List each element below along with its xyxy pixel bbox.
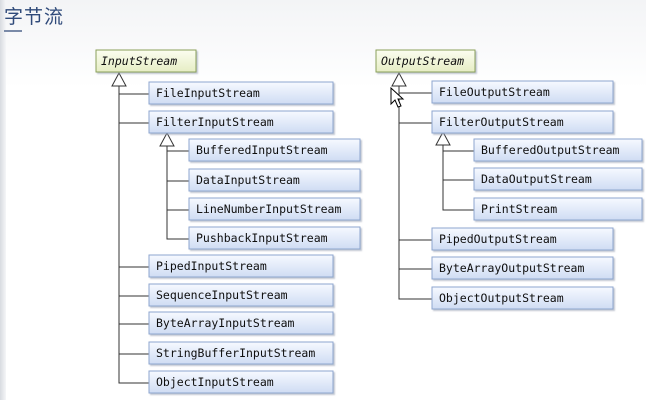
output-trunk-line [398, 85, 432, 300]
class-box-label: DataInputStream [196, 173, 300, 187]
class-box-sequenceinputstream[interactable]: SequenceInputStream [148, 283, 334, 307]
inherit-arrow-input [111, 71, 127, 87]
title-underline [4, 30, 22, 32]
class-box-label: StringBufferInputStream [156, 346, 315, 360]
inheritance-connectors [111, 71, 474, 384]
class-box-pushbackinputstream[interactable]: PushbackInputStream [188, 226, 361, 250]
class-box-objectoutputstream[interactable]: ObjectOutputStream [431, 286, 614, 310]
class-box-label: FileInputStream [156, 86, 260, 100]
slide-title: 字节流 [4, 6, 65, 28]
class-box-label: FileOutputStream [439, 85, 550, 99]
class-box-linenumberinputstream[interactable]: LineNumberInputStream [188, 197, 361, 221]
inherit-arrow-filter-input [159, 131, 175, 147]
class-box-fileoutputstream[interactable]: FileOutputStream [431, 80, 614, 104]
class-box-filteroutputstream[interactable]: FilterOutputStream [431, 110, 614, 134]
class-box-inputstream[interactable]: InputStream [95, 49, 197, 73]
class-box-bufferedoutputstream[interactable]: BufferedOutputStream [473, 138, 643, 162]
class-box-pipedinputstream[interactable]: PipedInputStream [148, 254, 334, 278]
class-box-label: ObjectOutputStream [439, 291, 564, 305]
class-box-objectinputstream[interactable]: ObjectInputStream [148, 370, 334, 394]
class-box-pipedoutputstream[interactable]: PipedOutputStream [431, 227, 614, 251]
class-box-bytearrayoutputstream[interactable]: ByteArrayOutputStream [431, 256, 614, 280]
class-box-label: SequenceInputStream [156, 288, 288, 302]
class-box-label: BufferedOutputStream [481, 143, 620, 157]
class-box-label: PipedOutputStream [439, 232, 557, 246]
class-box-label: DataOutputStream [481, 172, 592, 186]
class-box-label: LineNumberInputStream [196, 202, 341, 216]
class-box-label: ObjectInputStream [156, 375, 274, 389]
class-box-printstream[interactable]: PrintStream [473, 197, 643, 221]
inherit-arrow-output [391, 71, 407, 87]
class-box-datainputstream[interactable]: DataInputStream [188, 168, 361, 192]
mouse-cursor-icon [390, 86, 405, 108]
class-box-label: FilterOutputStream [439, 115, 564, 129]
class-box-label: InputStream [101, 54, 177, 68]
class-box-label: PipedInputStream [156, 259, 267, 273]
class-box-fileinputstream[interactable]: FileInputStream [148, 81, 334, 105]
class-box-label: PrintStream [481, 202, 557, 216]
class-box-dataoutputstream[interactable]: DataOutputStream [473, 167, 643, 191]
class-box-label: PushbackInputStream [196, 231, 328, 245]
slide-left-edge [0, 0, 6, 400]
class-box-label: ByteArrayInputStream [156, 316, 295, 330]
class-box-label: BufferedInputStream [196, 143, 328, 157]
class-box-stringbufferinputstream[interactable]: StringBufferInputStream [148, 341, 334, 365]
class-box-bytearrayinputstream[interactable]: ByteArrayInputStream [148, 311, 334, 335]
class-box-label: FilterInputStream [156, 115, 274, 129]
filter-output-branch-line [442, 144, 474, 211]
class-box-label: ByteArrayOutputStream [439, 261, 584, 275]
input-trunk-line [118, 85, 149, 384]
inherit-arrow-filter-output [435, 130, 451, 146]
filter-input-branch-line [166, 145, 189, 240]
class-box-filterinputstream[interactable]: FilterInputStream [148, 110, 334, 134]
class-box-outputstream[interactable]: OutputStream [375, 49, 476, 73]
class-box-label: OutputStream [381, 54, 464, 68]
class-box-bufferedinputstream[interactable]: BufferedInputStream [188, 138, 361, 162]
